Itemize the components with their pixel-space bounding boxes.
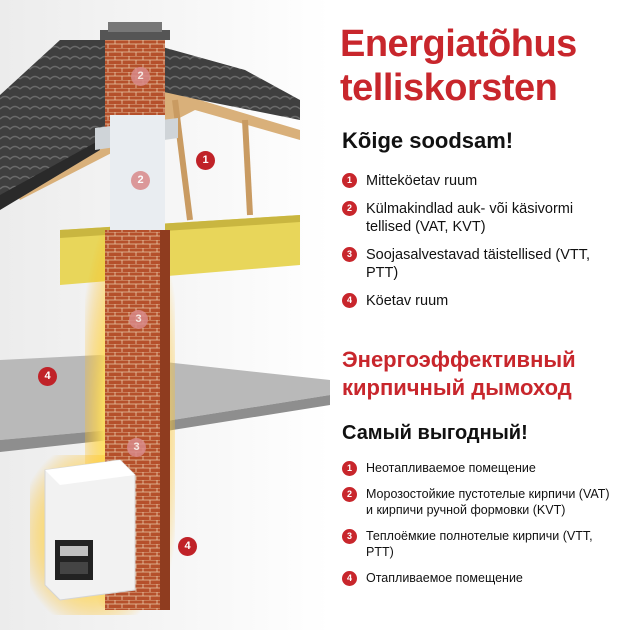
list-item: 1 Mitteköetav ruum (342, 172, 612, 190)
title-ru-line-2: кирпичный дымоход (342, 375, 572, 400)
roof-tiles (0, 40, 105, 200)
list-number: 1 (342, 461, 357, 476)
marker-insulated-section: 2 (131, 171, 150, 190)
list-text: Soojasalvestavad täistellised (VTT, PTT) (366, 247, 591, 281)
list-number: 3 (342, 529, 357, 544)
list-number: 4 (342, 571, 357, 586)
list-number: 2 (342, 487, 357, 502)
marker-chimney-upper: 3 (129, 310, 148, 329)
title-russian: Энергоэффективный кирпичный дымоход (342, 346, 576, 402)
list-text: Köetav ruum (366, 293, 449, 309)
marker-chimney-lower: 3 (127, 438, 146, 457)
list-number: 4 (342, 293, 357, 308)
list-text: Морозостойкие пустотелые кирпичи (VAT) и… (366, 487, 610, 517)
title-estonian: Energiatõhus telliskorsten (340, 22, 577, 110)
chimney-cap (100, 30, 170, 40)
marker-heated-room: 4 (178, 537, 197, 556)
list-item: 3 Теплоёмкие полнотелые кирпичи (VTT, PTT… (342, 528, 612, 560)
list-item: 4 Köetav ruum (342, 292, 612, 310)
marker-chimney-top: 2 (131, 67, 150, 86)
list-number: 3 (342, 247, 357, 262)
title-line-2: telliskorsten (340, 67, 558, 109)
roof-beam (0, 70, 300, 200)
chimney-illustration (0, 0, 330, 630)
list-text: Теплоёмкие полнотелые кирпичи (VTT, PTT) (366, 529, 593, 559)
title-line-1: Energiatõhus (340, 23, 577, 65)
list-text: Mitteköetav ruum (366, 173, 478, 189)
list-number: 1 (342, 173, 357, 188)
list-text: Отапливаемое помещение (366, 571, 523, 585)
list-item: 4 Отапливаемое помещение (342, 570, 612, 586)
list-item: 2 Külmakindlad auk- või käsivormi tellise… (342, 200, 612, 236)
list-item: 2 Морозостойкие пустотелые кирпичи (VAT) … (342, 486, 612, 518)
list-text: Неотапливаемое помещение (366, 461, 536, 475)
marker-attic: 1 (196, 151, 215, 170)
title-ru-line-1: Энергоэффективный (342, 347, 576, 372)
marker-upper-floor: 4 (38, 367, 57, 386)
list-item: 1 Неотапливаемое помещение (342, 460, 612, 476)
list-item: 3 Soojasalvestavad täistellised (VTT, PTT… (342, 246, 612, 282)
list-russian: 1 Неотапливаемое помещение 2 Морозостойкие… (342, 460, 612, 596)
list-number: 2 (342, 201, 357, 216)
subtitle-russian: Самый выгодный! (342, 422, 528, 444)
list-text: Külmakindlad auk- või käsivormi tellised… (366, 201, 574, 235)
subtitle-estonian: Kõige soodsam! (342, 128, 514, 153)
list-estonian: 1 Mitteköetav ruum 2 Külmakindlad auk- või… (342, 172, 612, 320)
